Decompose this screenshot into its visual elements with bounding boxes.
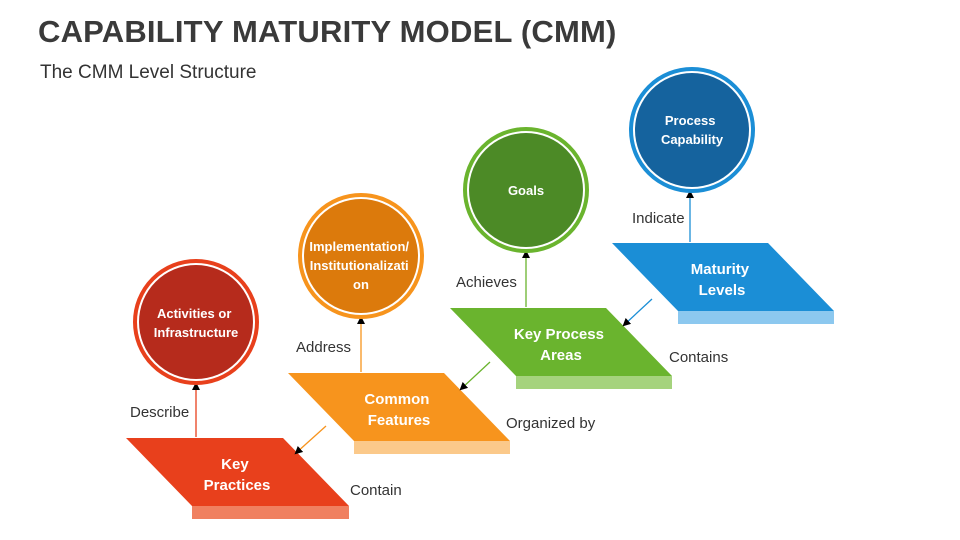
connector-label-contain: Contain xyxy=(350,482,402,499)
level-maturity-levels: Process Capability Maturity Levels Indic… xyxy=(612,67,834,327)
arrow-down-contains xyxy=(622,298,653,327)
plate-label-key-practices: Key Practices xyxy=(204,456,271,494)
plate-common-features xyxy=(288,373,510,441)
circle-label-process-capability: Process Capability xyxy=(661,113,724,147)
connector-label-contains: Contains xyxy=(669,349,728,366)
connector-label-indicate: Indicate xyxy=(632,210,685,227)
plate-label-maturity-levels: Maturity Levels xyxy=(691,261,754,299)
page-subtitle: The CMM Level Structure xyxy=(40,62,257,83)
plate-maturity-levels xyxy=(612,243,834,311)
circle-label-goals: Goals xyxy=(508,183,544,198)
connector-label-achieves: Achieves xyxy=(456,274,517,291)
level-key-practices: Activities or Infrastructure Key Practic… xyxy=(126,259,402,519)
circle-label-activities-infrastructure: Activities or Infrastructure xyxy=(154,306,239,340)
plate-edge xyxy=(192,506,349,519)
arrow-down-organized-by xyxy=(459,361,491,391)
plate-edge xyxy=(354,441,510,454)
circle-process-capability xyxy=(635,73,749,187)
connector-label-organized-by: Organized by xyxy=(506,415,596,432)
plate-key-process-areas xyxy=(450,308,672,376)
plate-label-common-features: Common Features xyxy=(364,391,433,429)
plate-key-practices xyxy=(126,438,349,506)
plate-edge xyxy=(516,376,672,389)
plate-label-key-process-areas: Key Process Areas xyxy=(514,326,608,364)
level-common-features: Implementation/ Institutionalizati on Co… xyxy=(288,193,596,455)
connector-label-address: Address xyxy=(296,339,351,356)
plate-edge xyxy=(678,311,834,324)
circle-activities-infrastructure xyxy=(139,265,253,379)
circle-implementation-institutionalization xyxy=(304,199,418,313)
circle-label-implementation-institutionalization: Implementation/ Institutionalizati on xyxy=(309,239,412,292)
circle-goals xyxy=(469,133,583,247)
level-key-process-areas: Goals Key Process Areas Achieves Contain… xyxy=(450,127,728,391)
connector-label-describe: Describe xyxy=(130,404,189,421)
arrow-down-contain xyxy=(294,425,327,455)
page-title: CAPABILITY MATURITY MODEL (CMM) xyxy=(38,14,617,49)
